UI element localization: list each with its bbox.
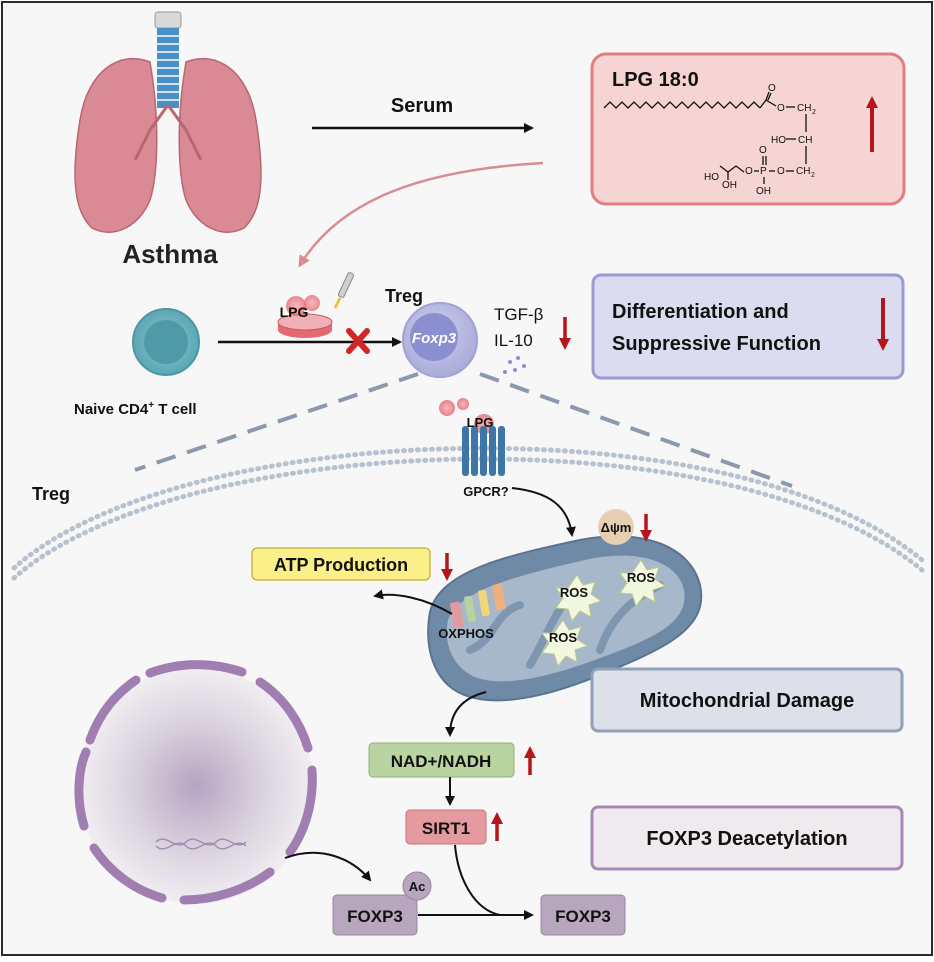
- lpg-membrane-label: LPG: [467, 415, 494, 430]
- treg-side-label: Treg: [32, 484, 70, 504]
- svg-text:2: 2: [812, 109, 816, 116]
- serum-label: Serum: [391, 95, 453, 117]
- delta-psi-label: Δψm: [601, 520, 632, 535]
- sirt1-box: [405, 809, 487, 845]
- svg-text:P: P: [760, 166, 767, 177]
- asthma-label: Asthma: [122, 239, 218, 269]
- mito-to-nad-arrow: [445, 691, 487, 737]
- mitochondrion: [427, 509, 703, 702]
- treg-top-label: Treg: [385, 286, 423, 306]
- svg-text:O: O: [777, 103, 785, 114]
- differentiation-line1: Differentiation and: [612, 301, 789, 323]
- nad-nadh-box: [368, 742, 515, 778]
- lpg-title: LPG 18:0: [612, 69, 699, 91]
- svg-text:CH: CH: [796, 166, 810, 177]
- mitochondrial-damage-box: [590, 667, 904, 733]
- lpg-chemical-structure: O O CH 2 HO CH O P OH O O CH 2 HO OH: [603, 83, 816, 197]
- svg-text:CH: CH: [798, 135, 812, 146]
- il10-label: IL-10: [494, 331, 533, 350]
- sirt1-to-foxp3-arrow: [454, 844, 501, 916]
- foxp3-deacetylated-box: [540, 894, 626, 936]
- svg-text:HO: HO: [704, 172, 719, 183]
- svg-text:2: 2: [811, 172, 815, 179]
- nucleus-to-foxp3-arrow: [284, 851, 372, 882]
- ros-label-3: ROS: [549, 630, 578, 645]
- acetyl-label: Ac: [409, 879, 426, 894]
- svg-text:O: O: [768, 83, 776, 94]
- differentiation-line2: Suppressive Function: [612, 333, 821, 355]
- oxphos-to-atp-arrow: [373, 589, 453, 615]
- block-x-icon: [346, 328, 370, 354]
- foxp3-deacetylation-box: [590, 805, 904, 871]
- foxp3-cell-label: Foxp3: [412, 330, 457, 347]
- foxp3-acetylated-box: [332, 894, 418, 936]
- foxp3-deacetylation-label: FOXP3 Deacetylation: [646, 828, 847, 850]
- svg-text:OH: OH: [722, 180, 737, 191]
- foxp3-acetylated-label: FOXP3: [347, 907, 403, 926]
- atp-production-label: ATP Production: [274, 555, 408, 575]
- acetyl-group: [402, 871, 432, 901]
- tgf-beta-label: TGF-β: [494, 305, 544, 324]
- svg-text:HO: HO: [771, 135, 786, 146]
- gpcr-to-mito-arrow: [511, 487, 576, 537]
- svg-text:O: O: [777, 166, 785, 177]
- svg-text:O: O: [745, 166, 753, 177]
- ros-label-1: ROS: [560, 585, 589, 600]
- svg-text:OH: OH: [756, 186, 771, 197]
- ros-burst: [541, 559, 667, 668]
- gpcr-label: GPCR?: [463, 484, 509, 499]
- zoom-line-right: [479, 372, 793, 488]
- lpg-petri-dish: [277, 295, 333, 338]
- ros-label-2: ROS: [627, 570, 656, 585]
- oxphos-complexes: [450, 583, 506, 629]
- cell-membrane: [11, 445, 925, 581]
- lpg-dish-label: LPG: [280, 304, 309, 320]
- mitochondrial-damage-label: Mitochondrial Damage: [640, 690, 854, 712]
- atp-production-box: [251, 547, 431, 581]
- nad-nadh-label: NAD+/NADH: [391, 752, 492, 771]
- svg-text:O: O: [759, 145, 767, 156]
- foxp3-deacetylated-label: FOXP3: [555, 907, 611, 926]
- naive-cd4-label: Naive CD4+ T cell: [74, 400, 197, 418]
- differentiation-box: [591, 273, 905, 380]
- lpg-box: [590, 52, 906, 206]
- lungs-illustration: [74, 11, 262, 233]
- lpg-to-treg-arrow: [298, 161, 544, 268]
- svg-text:CH: CH: [797, 103, 811, 114]
- oxphos-label: OXPHOS: [438, 626, 494, 641]
- sirt1-label: SIRT1: [422, 819, 470, 838]
- gpcr-receptor: [439, 398, 505, 476]
- secreted-cytokine-dots: [503, 356, 526, 374]
- zoom-line-left: [134, 372, 419, 472]
- nucleus: [74, 660, 317, 905]
- pipette-icon: [333, 272, 355, 309]
